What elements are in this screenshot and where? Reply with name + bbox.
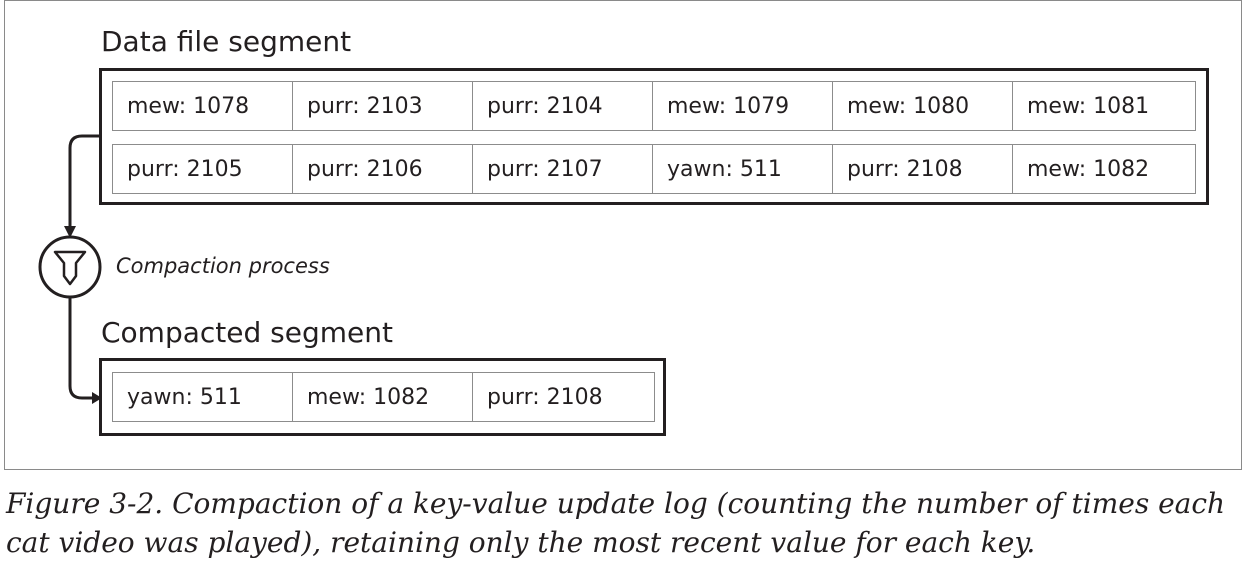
log-entry: purr: 2106 bbox=[293, 145, 473, 193]
figure-caption: Figure 3-2. Compaction of a key-value up… bbox=[6, 487, 1226, 559]
log-entry: purr: 2107 bbox=[473, 145, 653, 193]
log-entry: yawn: 511 bbox=[113, 373, 293, 421]
data-file-segment-heading: Data file segment bbox=[101, 25, 352, 58]
log-entry: purr: 2105 bbox=[113, 145, 293, 193]
log-entry: mew: 1080 bbox=[833, 82, 1013, 130]
log-entry: purr: 2108 bbox=[833, 145, 1013, 193]
log-entry: mew: 1082 bbox=[1027, 156, 1150, 182]
compaction-flow-connectors bbox=[38, 134, 102, 404]
log-entry: mew: 1082 bbox=[293, 373, 473, 421]
arrowhead-down bbox=[64, 226, 76, 238]
log-entry: purr: 2103 bbox=[293, 82, 473, 130]
compacted-segment-heading: Compacted segment bbox=[101, 316, 393, 349]
flow-line-bottom bbox=[68, 297, 94, 400]
log-entry: mew: 1081 bbox=[1027, 93, 1150, 119]
log-entry: yawn: 511 bbox=[653, 145, 833, 193]
compacted-segment-box: yawn: 511 mew: 1082 purr: 2108 bbox=[99, 358, 666, 436]
compaction-arrow-icon bbox=[53, 250, 87, 286]
log-entry: mew: 1079 bbox=[653, 82, 833, 130]
arrowhead-right bbox=[92, 392, 102, 404]
flow-line-top bbox=[68, 134, 99, 232]
data-file-segment-box: mew: 1078 purr: 2103 purr: 2104 mew: 107… bbox=[99, 68, 1209, 205]
log-entry: mew: 1078 bbox=[113, 82, 293, 130]
data-file-row-2: purr: 2105 purr: 2106 purr: 2107 yawn: 5… bbox=[112, 144, 1196, 194]
figure-frame bbox=[4, 0, 1242, 470]
log-entry: purr: 2104 bbox=[473, 82, 653, 130]
compacted-row: yawn: 511 mew: 1082 purr: 2108 bbox=[112, 372, 655, 422]
data-file-row-1: mew: 1078 purr: 2103 purr: 2104 mew: 107… bbox=[112, 81, 1196, 131]
compaction-process-label: Compaction process bbox=[116, 254, 330, 278]
log-entry: purr: 2108 bbox=[487, 384, 603, 410]
